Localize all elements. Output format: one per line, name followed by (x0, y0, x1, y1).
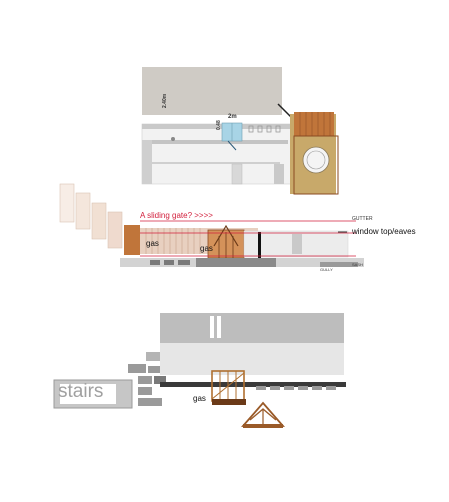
facade-door (231, 163, 243, 185)
sliding-gate-annotation: A sliding gate? >>>> (140, 211, 213, 220)
facade-cornice (142, 124, 292, 129)
bottom-elevation (53, 313, 346, 428)
fence-run-slats (145, 228, 201, 254)
timber-deck (294, 112, 334, 136)
gas-label-left: gas (146, 239, 159, 248)
paving-stones (150, 260, 190, 265)
retaining-wall-blocks (128, 352, 166, 406)
gate-truss (213, 224, 239, 247)
small-dimension-label: 0.48 (216, 120, 222, 130)
stairs-box-inner (60, 384, 116, 404)
fence-panels (59, 183, 123, 249)
canopy-strut (227, 140, 237, 151)
roof-vent-2 (217, 316, 221, 338)
gas-label-centre: gas (200, 244, 213, 253)
deck-frame (293, 135, 339, 195)
roof-vent-1 (210, 316, 214, 338)
facade-band (150, 140, 288, 144)
facade-left-pier (142, 140, 152, 184)
bottom-roof (160, 313, 344, 343)
vent-dot (171, 137, 175, 141)
deck-boards (299, 112, 331, 136)
ground-course-blocks (256, 386, 336, 390)
middle-elevation (59, 183, 364, 267)
width-dimension-label: 2m (228, 114, 237, 120)
frame-diagonal (211, 372, 245, 400)
rail-posts (248, 125, 281, 133)
height-dimension-label: 2.40m (162, 93, 168, 108)
facade-wall (141, 123, 293, 185)
black-post (258, 232, 261, 258)
round-window-inner (306, 150, 326, 170)
top-elevation (141, 67, 339, 195)
roof-truss-tie (243, 424, 283, 428)
facade-lower-band (150, 162, 280, 164)
gutter-label: GUTTER (352, 216, 373, 222)
top-roof-panel (142, 67, 282, 115)
stairs-label: stairs (58, 381, 104, 402)
house-window-right (292, 234, 302, 254)
facade-right-pier (274, 164, 284, 184)
sash-label: SASH (352, 262, 363, 267)
gate-verticals (218, 232, 234, 258)
gas-label-bottom: gas (193, 394, 206, 403)
paving-strip (196, 258, 276, 267)
hedge-block (124, 225, 140, 255)
ground-course (160, 382, 346, 387)
gully-cover (320, 262, 358, 267)
frame-base (212, 399, 246, 405)
bottom-wall (160, 343, 344, 375)
window-top-eaves-label: window top/eaves (352, 227, 416, 236)
gully-label: GULLY (320, 267, 333, 272)
roof-edge-line (277, 103, 293, 119)
